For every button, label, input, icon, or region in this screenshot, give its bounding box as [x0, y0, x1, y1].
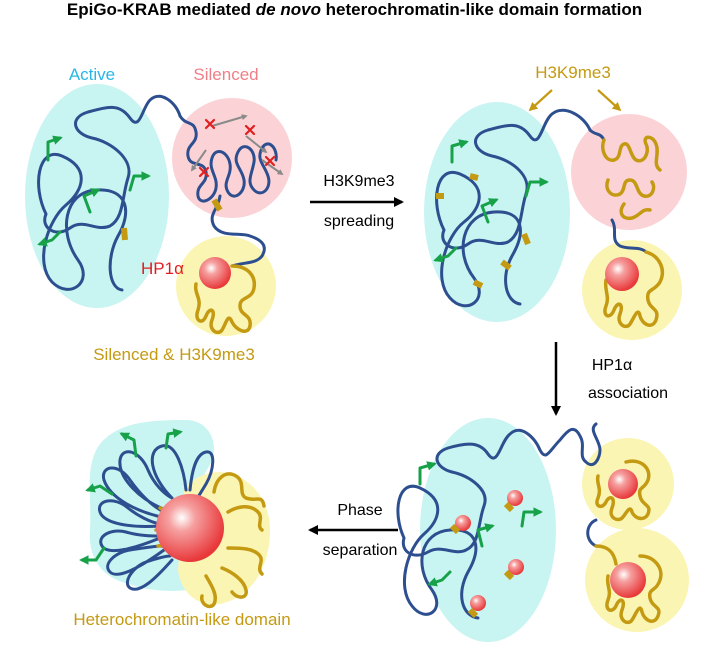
- gene-arrow-icon: [427, 570, 452, 587]
- hp1a-droplet: [507, 490, 523, 506]
- step-spreading: H3K9me3 spreading: [310, 173, 404, 230]
- h3k9me3-mark: [211, 198, 223, 212]
- panel-1: Active Silenced HP1α Silenced & H3K9me3: [25, 65, 292, 364]
- label-silenced: Silenced: [193, 65, 258, 84]
- h3k9me3-mark: [521, 232, 531, 246]
- gene-arrow-icon: [450, 139, 469, 164]
- hp1a-protein: [608, 469, 638, 499]
- label-active: Active: [69, 65, 115, 84]
- gene-arrow-icon: [37, 230, 62, 247]
- title-part-2: heterochromatin-like domain formation: [320, 0, 643, 19]
- step-label-line2: separation: [323, 542, 398, 559]
- h3k9me3-loops-lower: [594, 544, 663, 625]
- chromatin-fiber-lower: [586, 518, 598, 548]
- chromatin-fiber: [37, 94, 182, 292]
- h3k9me3-loops: [193, 264, 257, 335]
- h3k9me3-marks: [436, 173, 531, 289]
- spread-arrow-icon: [211, 114, 248, 127]
- panel-2: H3K9me3: [424, 63, 687, 340]
- x-mark-icon: [264, 155, 276, 167]
- gene-arrow-icon: [164, 428, 183, 450]
- label-heterochromatin-domain: Heterochromatin-like domain: [73, 610, 290, 629]
- hp1a-droplet: [470, 595, 486, 611]
- spread-arrow-icon: [261, 159, 284, 176]
- gene-arrows: [433, 139, 549, 263]
- gene-arrow-icon: [524, 177, 549, 198]
- step-label-line1: Phase: [337, 502, 382, 519]
- gene-arrows: [37, 135, 151, 247]
- h3k9me3-mark: [503, 501, 515, 513]
- spread-arrow-icon: [245, 135, 268, 154]
- h3k9me3-mark: [500, 259, 512, 271]
- h3k9me3-mark: [449, 523, 461, 535]
- silenced-region: [172, 98, 292, 218]
- hp1a-droplet: [455, 515, 471, 531]
- h3k9me3-mark: [472, 279, 484, 289]
- title-part-1: EpiGo-KRAB mediated: [66, 0, 256, 19]
- gene-arrow-icon: [433, 246, 458, 263]
- h3k9me3-mark: [469, 173, 479, 181]
- gene-arrow-icon: [85, 483, 114, 496]
- hp1a-protein: [199, 257, 231, 289]
- methylation-spread-arrows: [190, 114, 284, 176]
- chromatin-fiber: [396, 422, 602, 620]
- step-phase-separation: Phase separation: [308, 502, 398, 559]
- step-label-line1: H3K9me3: [323, 173, 394, 190]
- small-hp1a-droplets: [455, 490, 524, 611]
- step-label-line2: spreading: [324, 213, 394, 230]
- x-mark-icon: [204, 118, 216, 130]
- h3k9me3-mark: [467, 607, 479, 619]
- silenced-fiber: [588, 128, 648, 254]
- gene-arrow-icon: [46, 135, 63, 162]
- gene-arrow-icon: [128, 171, 151, 192]
- h3k9me3-marks: [449, 501, 515, 619]
- gene-arrow-icon: [480, 198, 499, 224]
- hp1a-protein: [605, 257, 639, 291]
- title-italic: de novo: [255, 0, 321, 19]
- gene-arrow-icon: [476, 523, 495, 548]
- x-mark-icon: [244, 124, 256, 136]
- h3k9me3-mark: [121, 227, 128, 241]
- silenced-loops-methylated: [601, 135, 662, 221]
- step-association: HP1α association: [551, 342, 668, 416]
- hp1a-droplet: [508, 559, 524, 575]
- h3k9me3-region: [582, 240, 682, 340]
- cross-marks: [198, 118, 276, 178]
- figure-title: EpiGo-KRAB mediated de novo heterochroma…: [0, 0, 709, 20]
- gene-arrows: [79, 428, 183, 565]
- panel-3: [396, 418, 689, 642]
- gene-arrow-icon: [82, 188, 101, 214]
- step-label-line2: association: [588, 385, 668, 402]
- step-label-line1: HP1α: [592, 357, 632, 374]
- h3k9me3-loops-upper: [595, 459, 651, 522]
- gene-arrows: [418, 461, 543, 587]
- hp1a-condensate: [156, 494, 224, 562]
- pointer-arrow-icon: [528, 89, 553, 112]
- h3k9me3-mark: [503, 569, 515, 581]
- gene-arrow-icon: [520, 507, 543, 528]
- spread-arrow-icon: [190, 149, 207, 172]
- h3k9me3-loops: [603, 250, 665, 329]
- panel-4: Heterochromatin-like domain: [73, 420, 291, 629]
- gene-arrow-icon: [119, 432, 138, 458]
- x-mark-icon: [198, 166, 210, 178]
- gene-arrow-icon: [418, 461, 437, 486]
- label-hp1a: HP1α: [141, 259, 184, 278]
- gene-arrow-icon: [79, 546, 106, 565]
- label-silenced-h3k9me3: Silenced & H3K9me3: [93, 345, 255, 364]
- h3k9me3-marks: [121, 198, 223, 241]
- chromatin-fiber: [97, 444, 215, 591]
- pointer-arrow-icon: [597, 89, 622, 112]
- hp1a-protein: [610, 562, 646, 598]
- label-h3k9me3: H3K9me3: [535, 63, 611, 82]
- silenced-region: [571, 114, 687, 230]
- chromatin-fiber: [435, 108, 592, 308]
